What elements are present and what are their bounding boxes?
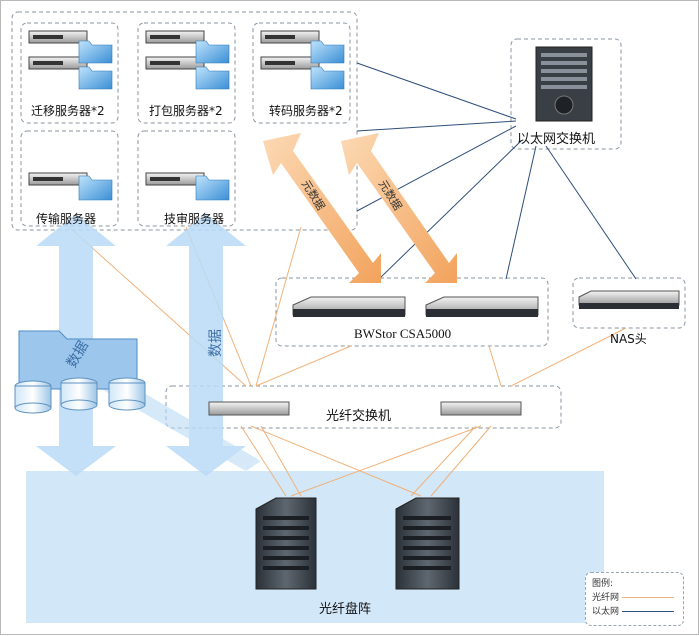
- legend-fiber-line: [622, 597, 674, 598]
- packaging-box: [137, 22, 236, 124]
- legend: 图例: 光纤网 以太网: [585, 572, 684, 626]
- server-icons: [28, 30, 320, 186]
- storage-label: BWStor CSA5000: [354, 326, 452, 341]
- data-storage-icon: [14, 330, 146, 414]
- disk-array-icons: [255, 497, 460, 590]
- legend-ethernet-line: [622, 611, 674, 612]
- ethernet-links: [356, 62, 637, 280]
- transfer-box: [20, 130, 119, 227]
- ethernet-switch-label: 以太网交换机: [517, 132, 596, 147]
- migration-server-label: 迁移服务器*2: [31, 104, 105, 118]
- legend-title: 图例:: [592, 579, 614, 589]
- storage-appliance-icons: [292, 290, 680, 317]
- legend-ethernet-label: 以太网: [592, 607, 620, 617]
- fc-switch-box: [165, 385, 562, 429]
- transcoding-server-label: 转码服务器*2: [269, 104, 343, 118]
- transfer-server-label: 传输服务器: [36, 212, 97, 226]
- packaging-server-label: 打包服务器*2: [149, 104, 223, 118]
- transcoding-box: [252, 22, 351, 124]
- server-group-box: [11, 11, 358, 231]
- ethernet-switch-box: [510, 38, 622, 150]
- fc-switch-icons: [208, 401, 522, 416]
- legend-fiber-label: 光纤网: [592, 593, 620, 603]
- nas-head-label: NAS头: [610, 332, 647, 346]
- disk-array-label: 光纤盘阵: [319, 602, 372, 617]
- migration-box: [20, 22, 119, 124]
- storage-box: [275, 277, 549, 347]
- metadata-arrows: [263, 133, 457, 283]
- ethernet-switch-icon: [535, 46, 593, 122]
- fiber-links: [68, 226, 627, 497]
- folder-icons: [78, 40, 345, 201]
- review-server-label: 技审服务器: [164, 212, 225, 226]
- data-label-center: 数据: [208, 329, 224, 357]
- review-box: [137, 130, 236, 227]
- nas-box: [572, 277, 686, 329]
- fc-switch-label: 光纤交换机: [326, 409, 392, 424]
